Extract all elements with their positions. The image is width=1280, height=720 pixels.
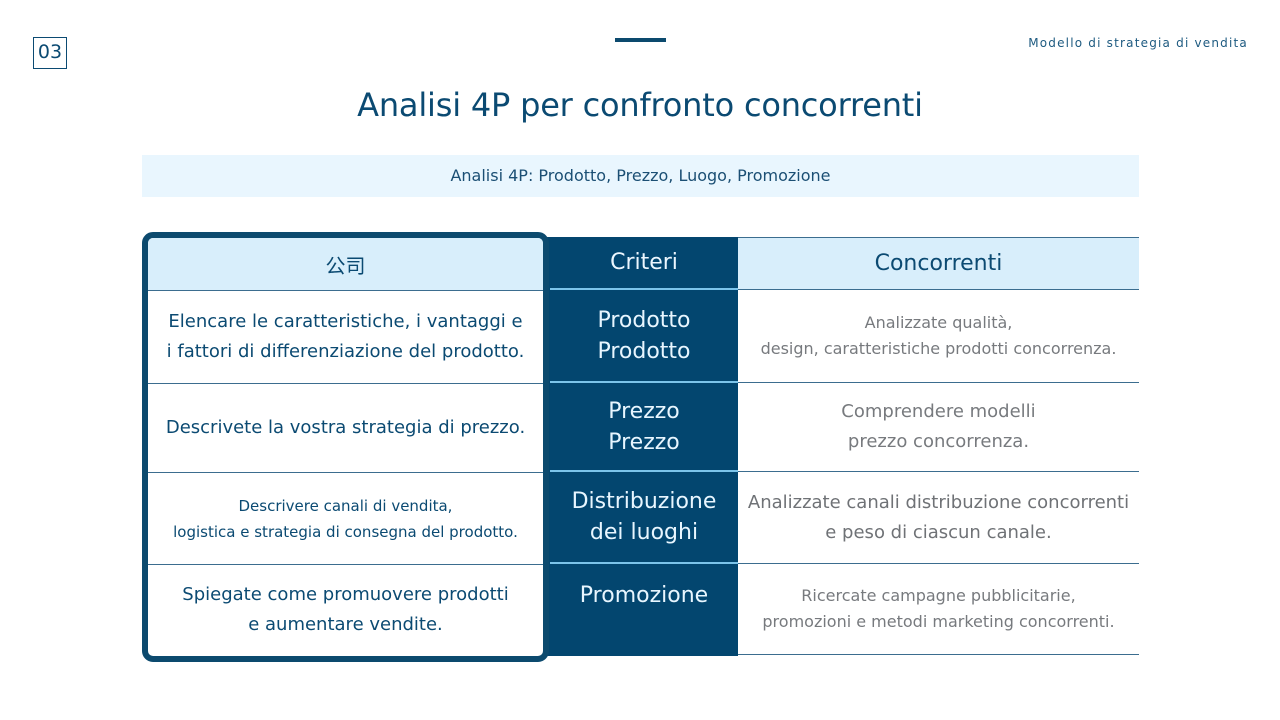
cell-line: Ricercate campagne pubblicitarie, <box>801 586 1076 605</box>
cell-line: Prodotto <box>597 307 691 333</box>
cell-line: Analizzate qualità, <box>864 313 1013 332</box>
subtitle-text: Analisi 4P: Prodotto, Prezzo, Luogo, Pro… <box>450 166 831 185</box>
cell-line: Distribuzione <box>571 489 717 514</box>
slide-title: Analisi 4P per confronto concorrenti <box>357 86 923 124</box>
cell-line: e peso di ciascun canale. <box>825 521 1052 543</box>
competitors-cell-place: Analizzate canali distribuzione concorre… <box>738 472 1139 564</box>
criteria-cell-product: Prodotto Prodotto <box>550 290 738 383</box>
company-column: 公司 Elencare le caratteristiche, i vantag… <box>142 232 549 662</box>
cell-line: Descrivete la vostra strategia di prezzo… <box>165 417 526 438</box>
criteria-cell-price: Prezzo Prezzo <box>550 383 738 472</box>
header-caption: Modello di strategia di vendita <box>1028 36 1248 50</box>
competitors-cell-price: Comprendere modelli prezzo concorrenza. <box>738 383 1139 472</box>
page-number: 03 <box>33 37 67 69</box>
cell-line: dei luoghi <box>589 520 699 545</box>
cell-line: design, caratteristiche prodotti concorr… <box>760 339 1117 358</box>
cell-line: logistica e strategia di consegna del pr… <box>173 522 518 541</box>
cell-line: Promozione <box>579 583 709 608</box>
comparison-table: 公司 Elencare le caratteristiche, i vantag… <box>142 232 1139 662</box>
cell-line: promozioni e metodi marketing concorrent… <box>762 612 1115 631</box>
competitors-header: Concorrenti <box>738 238 1139 290</box>
criteria-header: Criteri <box>550 237 738 290</box>
cell-line: Descrivere canali di vendita, <box>238 496 453 515</box>
cell-line: e aumentare vendite. <box>248 614 443 635</box>
subtitle-bar: Analisi 4P: Prodotto, Prezzo, Luogo, Pro… <box>142 155 1139 197</box>
criteria-column: Criteri Prodotto Prodotto Prezzo Prezzo … <box>545 237 738 656</box>
company-cell-promotion: Spiegate come promuovere prodotti e aume… <box>148 565 543 655</box>
company-cell-product: Elencare le caratteristiche, i vantaggi … <box>148 291 543 384</box>
cell-line: Prezzo <box>608 429 680 455</box>
company-cell-price: Descrivete la vostra strategia di prezzo… <box>148 384 543 473</box>
criteria-cell-place: Distribuzione dei luoghi <box>550 472 738 564</box>
cell-line: Elencare le caratteristiche, i vantaggi … <box>168 311 523 332</box>
cell-line: Prodotto <box>597 338 691 364</box>
cell-line: i fattori di differenziazione del prodot… <box>166 341 525 362</box>
competitors-cell-promotion: Ricercate campagne pubblicitarie, promoz… <box>738 564 1139 655</box>
cell-line: Analizzate canali distribuzione concorre… <box>747 491 1130 513</box>
criteria-cell-promotion: Promozione <box>550 564 738 655</box>
company-header: 公司 <box>148 238 543 291</box>
cell-line: Comprendere modelli <box>841 401 1036 422</box>
top-accent-bar <box>615 38 666 42</box>
company-cell-place: Descrivere canali di vendita, logistica … <box>148 473 543 565</box>
cell-line: prezzo concorrenza. <box>847 431 1030 452</box>
cell-line: Spiegate come promuovere prodotti <box>182 584 509 605</box>
cell-line: Prezzo <box>608 398 680 424</box>
competitors-column: Concorrenti Analizzate qualità, design, … <box>738 237 1139 656</box>
competitors-cell-product: Analizzate qualità, design, caratteristi… <box>738 290 1139 383</box>
